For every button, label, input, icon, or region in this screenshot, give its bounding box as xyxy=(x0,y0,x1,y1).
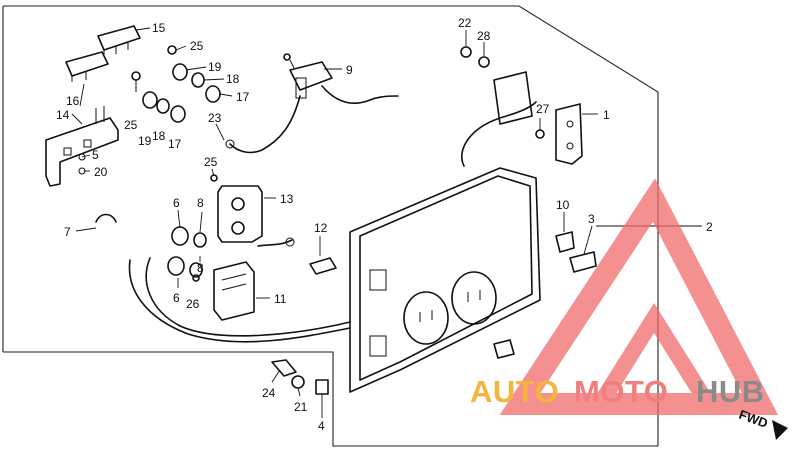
callout: 8 xyxy=(197,196,204,210)
callout: 18 xyxy=(226,72,240,86)
callout: 15 xyxy=(152,21,166,35)
callout: 19 xyxy=(138,134,152,148)
callout: 6 xyxy=(173,291,180,305)
fastener-group-upper xyxy=(131,45,221,123)
assembly-frame xyxy=(2,5,659,447)
callout: 13 xyxy=(280,192,294,206)
grommets-6-8 xyxy=(95,213,207,278)
callout: 19 xyxy=(208,60,222,74)
screw-27 xyxy=(535,129,545,139)
relay-switch-15 xyxy=(65,25,141,82)
callout: 14 xyxy=(56,108,70,122)
callout: 4 xyxy=(318,419,325,433)
leader-lines xyxy=(71,27,702,418)
transformer-11 xyxy=(128,237,351,343)
callout: 5 xyxy=(92,148,99,162)
lower-fasteners xyxy=(192,274,515,395)
callout: 17 xyxy=(236,90,250,104)
callout: 3 xyxy=(588,212,595,226)
callout: 12 xyxy=(314,221,328,235)
callout: 28 xyxy=(477,29,491,43)
callout: 26 xyxy=(186,297,200,311)
callout: 24 xyxy=(262,386,276,400)
fuse-12 xyxy=(309,257,337,275)
callout: 1 xyxy=(603,108,610,122)
bracket-1 xyxy=(555,103,583,165)
rectifier-13 xyxy=(210,174,263,243)
callout: 25 xyxy=(124,118,138,132)
callout: 7 xyxy=(64,225,71,239)
callout: 22 xyxy=(458,16,472,30)
watermark-hub: HUB xyxy=(696,374,765,409)
watermark-auto: AUTO xyxy=(470,374,559,409)
clips-10-3 xyxy=(555,231,597,273)
callout: 16 xyxy=(66,94,80,108)
watermark-moto: MOTO xyxy=(574,374,668,409)
watermark-text: AUTO MOTO HUB xyxy=(470,374,765,409)
callout: 2 xyxy=(706,220,713,234)
callout: 27 xyxy=(536,102,550,116)
screw-washer-22-28 xyxy=(460,46,490,68)
callout: 18 xyxy=(152,129,166,143)
callout: 20 xyxy=(94,165,108,179)
callout-labels: 1 2 3 4 5 6 6 7 8 8 9 10 11 12 13 14 15 … xyxy=(56,16,713,433)
callout: 9 xyxy=(346,63,353,77)
callout: 17 xyxy=(168,137,182,151)
callout: 21 xyxy=(294,400,308,414)
callout: 6 xyxy=(173,196,180,210)
main-panel xyxy=(349,71,541,393)
callout: 10 xyxy=(556,198,570,212)
callout: 11 xyxy=(274,292,287,306)
socket-wire-9 xyxy=(225,53,399,154)
callout: 25 xyxy=(190,39,204,53)
callout: 23 xyxy=(208,111,222,125)
callout: 8 xyxy=(197,261,204,275)
callout: 25 xyxy=(204,155,218,169)
watermark-triangle-icon xyxy=(499,178,779,415)
